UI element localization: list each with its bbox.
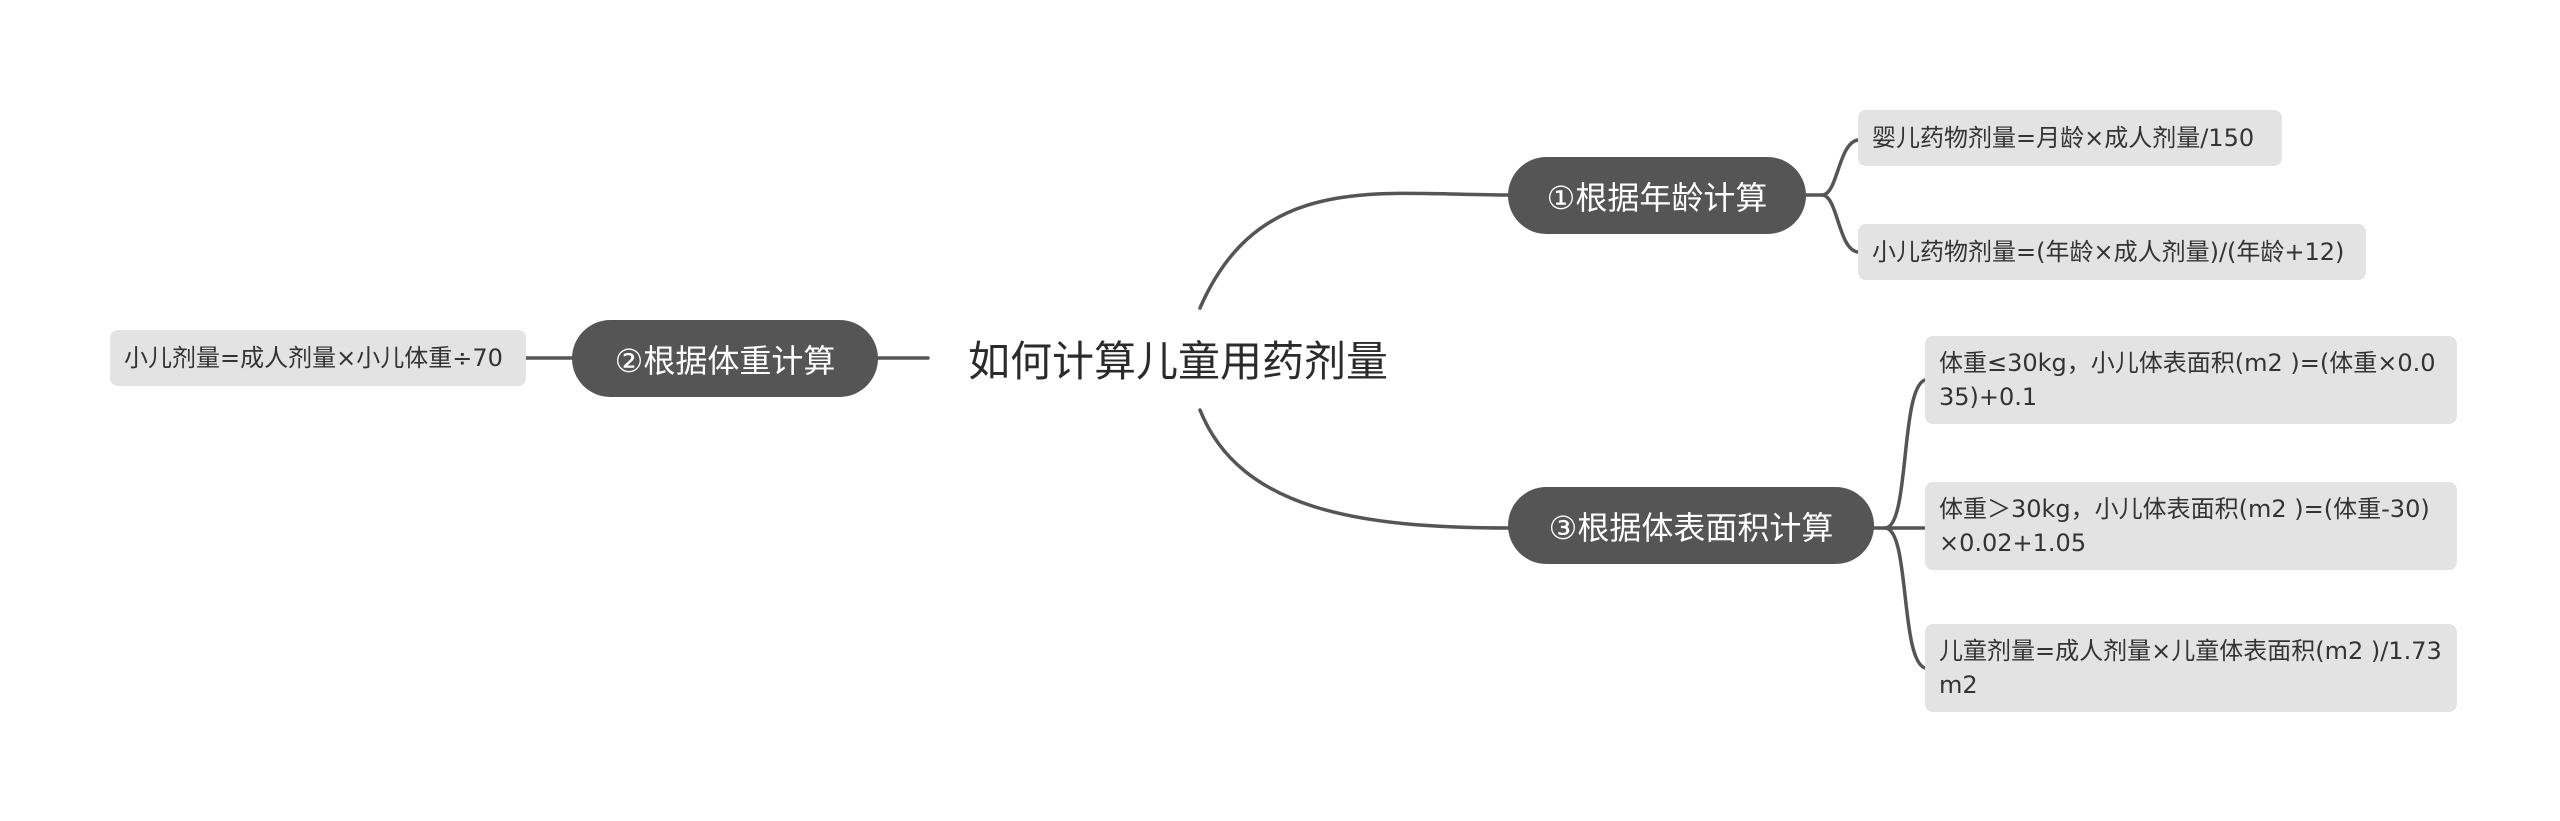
leaf-infant-dose[interactable]: 婴儿药物剂量=月龄×成人剂量/150 — [1858, 110, 2282, 166]
connector-surface-area-to-leaf-3 — [1883, 526, 1927, 670]
root-topic[interactable]: 如何计算儿童用药剂量 — [968, 322, 1438, 394]
leaf-surface-area-heavy-text: 体重＞30kg，小儿体表面积(m2 )=(体重-30)×0.02+1.05 — [1939, 495, 2430, 557]
connector-age-to-leaf-1 — [1803, 138, 1860, 197]
leaf-child-dose-by-surface-area-text: 儿童剂量=成人剂量×儿童体表面积(m2 )/1.73m2 — [1939, 637, 2442, 699]
branch-surface-area[interactable]: ③根据体表面积计算 — [1508, 487, 1874, 564]
branch-surface-area-label: ③根据体表面积计算 — [1548, 508, 1834, 547]
leaf-child-dose-by-age[interactable]: 小儿药物剂量=(年龄×成人剂量)/(年龄+12) — [1858, 224, 2366, 280]
connector-root-to-age — [1198, 191, 1512, 310]
leaf-surface-area-light[interactable]: 体重≤30kg，小儿体表面积(m2 )=(体重×0.035)+0.1 — [1925, 336, 2457, 424]
leaf-surface-area-light-text: 体重≤30kg，小儿体表面积(m2 )=(体重×0.035)+0.1 — [1939, 349, 2436, 411]
branch-age[interactable]: ①根据年龄计算 — [1508, 157, 1806, 234]
connector-surface-area-to-leaf-1 — [1871, 378, 1927, 530]
leaf-child-dose-by-surface-area[interactable]: 儿童剂量=成人剂量×儿童体表面积(m2 )/1.73m2 — [1925, 624, 2457, 712]
connector-age-to-leaf-2 — [1820, 193, 1860, 254]
leaf-child-dose-by-weight[interactable]: 小儿剂量=成人剂量×小儿体重÷70 — [110, 330, 526, 386]
leaf-child-dose-by-weight-text: 小儿剂量=成人剂量×小儿体重÷70 — [124, 344, 503, 372]
leaf-infant-dose-text: 婴儿药物剂量=月龄×成人剂量/150 — [1872, 124, 2255, 152]
branch-age-label: ①根据年龄计算 — [1546, 178, 1768, 217]
leaf-child-dose-by-age-text: 小儿药物剂量=(年龄×成人剂量)/(年龄+12) — [1872, 238, 2345, 266]
connector-root-to-surface-area — [1198, 408, 1512, 530]
branch-weight[interactable]: ②根据体重计算 — [572, 320, 878, 397]
branch-weight-label: ②根据体重计算 — [614, 341, 836, 380]
root-topic-label: 如何计算儿童用药剂量 — [968, 336, 1389, 386]
leaf-surface-area-heavy[interactable]: 体重＞30kg，小儿体表面积(m2 )=(体重-30)×0.02+1.05 — [1925, 482, 2457, 570]
